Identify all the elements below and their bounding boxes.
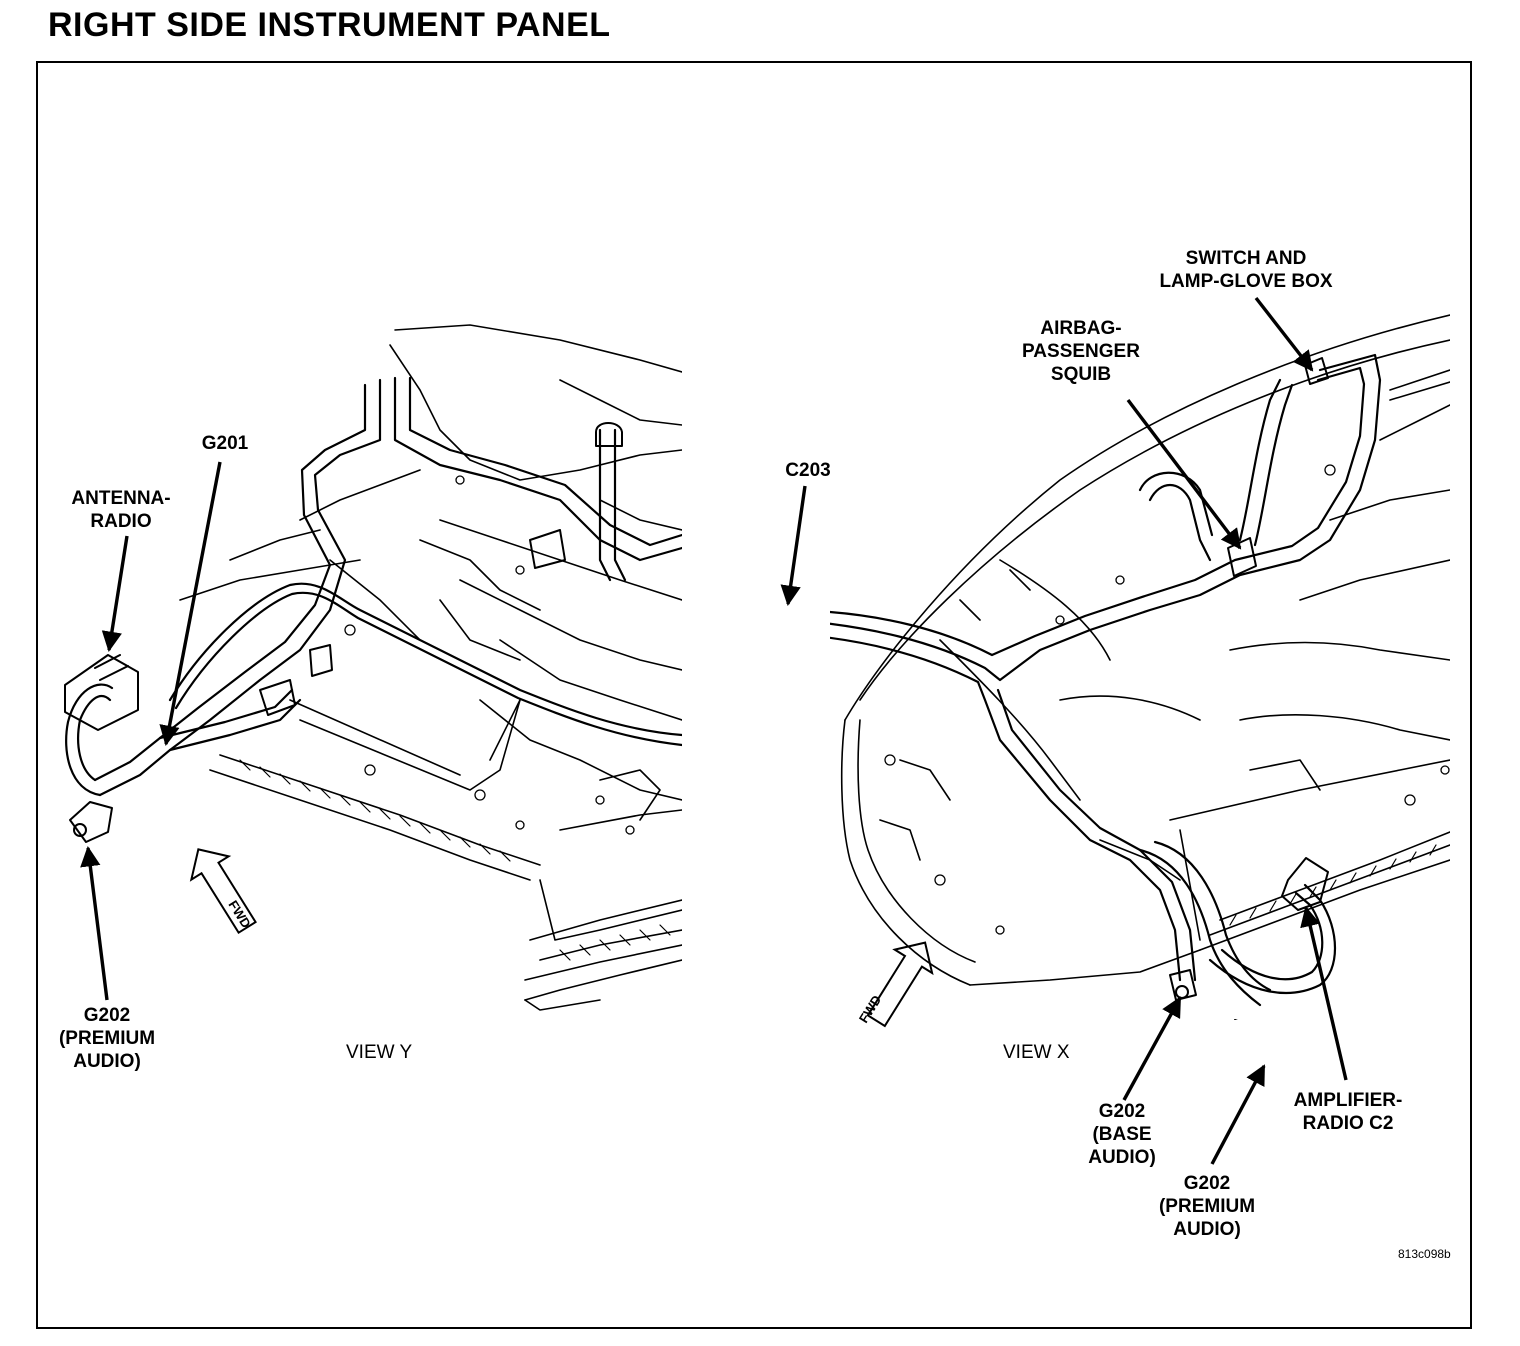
diagram-frame (36, 61, 1472, 1329)
label-antenna-radio: ANTENNA- RADIO (71, 488, 171, 532)
leader-arrows (80, 296, 1348, 1165)
fwd-arrow-right (866, 941, 934, 1028)
view-y-connectors (64, 422, 623, 843)
view-x-caption: VIEW X (1003, 1042, 1070, 1063)
leader-g202-base (1122, 996, 1182, 1101)
figure-reference: 813c098b (1398, 1247, 1451, 1261)
leader-amplifier-c2 (1300, 906, 1348, 1081)
leader-g202-premium-left (80, 845, 109, 1001)
instrument-panel-structure-x (840, 314, 1450, 986)
page-title: RIGHT SIDE INSTRUMENT PANEL (48, 6, 611, 44)
label-g202-base: G202 (BASE AUDIO) (1088, 1101, 1156, 1168)
leader-antenna-radio (101, 535, 129, 653)
label-g201: G201 (201, 433, 249, 454)
label-switch-lamp-glove-box: SWITCH AND LAMP-GLOVE BOX (1159, 248, 1333, 292)
instrument-panel-structure (179, 324, 682, 1011)
view-y-caption: VIEW Y (346, 1042, 413, 1063)
wire-harness-x (830, 353, 1382, 1007)
view-y-illustration (64, 324, 682, 1011)
label-c203: C203 (785, 460, 831, 481)
label-airbag-passenger-squib: AIRBAG- PASSENGER SQUIB (1022, 318, 1140, 385)
label-g202-premium-left: G202 (PREMIUM AUDIO) (58, 1005, 156, 1072)
label-amplifier-radio-c2: AMPLIFIER- RADIO C2 (1293, 1090, 1403, 1134)
wire-harness (65, 376, 682, 797)
vent-slats-x (1229, 844, 1437, 926)
leader-c203 (780, 485, 807, 607)
fasteners (344, 475, 635, 835)
leader-airbag-squib (1126, 398, 1242, 550)
leader-switch-lamp (1254, 296, 1314, 372)
fasteners-x (884, 464, 1450, 935)
vent-slats (239, 759, 671, 961)
label-g202-premium-right: G202 (PREMIUM AUDIO) (1158, 1173, 1256, 1240)
fwd-arrow-left (189, 848, 257, 935)
leader-g201 (159, 461, 222, 747)
leader-g202-premium-right (1210, 1064, 1266, 1165)
view-x-illustration (830, 314, 1450, 1020)
view-x-connectors (1169, 357, 1329, 1020)
